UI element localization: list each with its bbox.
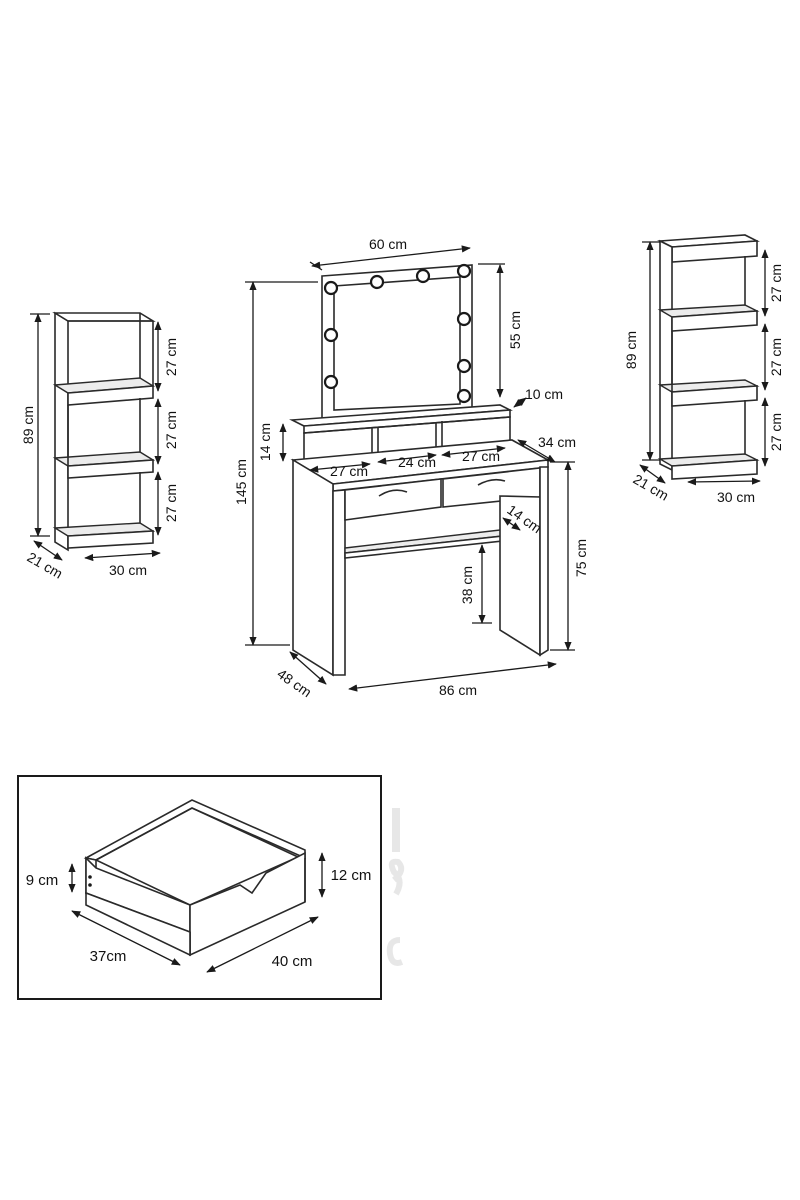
drawer-width-label: 40 cm bbox=[272, 953, 313, 970]
riser-right-label: 27 cm bbox=[462, 448, 500, 464]
right-width-label: 30 cm bbox=[717, 489, 755, 505]
left-shelf-unit bbox=[52, 311, 156, 552]
riser-shelf bbox=[289, 404, 513, 463]
table-depth-label: 48 cm bbox=[274, 665, 314, 700]
riser-height-label: 14 cm bbox=[257, 423, 273, 461]
right-shelf-2-label: 27 cm bbox=[768, 338, 784, 376]
riser-depth-label: 10 cm bbox=[525, 386, 563, 402]
left-depth-label: 21 cm bbox=[25, 549, 66, 582]
left-shelf-dimensions: 89 cm 27 cm 27 cm 27 cm 21 cm 30 cm bbox=[20, 313, 179, 582]
left-width-label: 30 cm bbox=[109, 562, 147, 578]
riser-left-label: 27 cm bbox=[330, 463, 368, 479]
table-left-leg bbox=[292, 458, 334, 677]
drawer-inner-height-label: 9 cm bbox=[26, 872, 59, 889]
left-shelf-3-label: 27 cm bbox=[163, 484, 179, 522]
leg-clearance-label: 38 cm bbox=[459, 566, 475, 604]
left-shelf-top bbox=[52, 312, 156, 322]
left-shelf-1-label: 27 cm bbox=[163, 338, 179, 376]
right-height-label: 89 cm bbox=[623, 331, 639, 369]
top-depth-label: 34 cm bbox=[538, 434, 576, 450]
right-depth-label: 21 cm bbox=[631, 471, 672, 504]
dressing-table bbox=[289, 263, 551, 677]
mirror-width-label: 60 cm bbox=[369, 236, 407, 252]
mirror bbox=[321, 263, 473, 419]
drawer-depth-label: 37cm bbox=[90, 948, 127, 965]
drawer-dimensions: 9 cm 12 cm 37cm 40 cm bbox=[26, 852, 372, 973]
right-shelf-3-label: 27 cm bbox=[768, 413, 784, 451]
left-shelf-side-panel bbox=[54, 311, 69, 552]
left-height-label: 89 cm bbox=[20, 406, 36, 444]
table-total-height-label: 145 cm bbox=[233, 459, 249, 505]
right-shelf-dimensions: 89 cm 27 cm 27 cm 27 cm 21 cm 30 cm bbox=[623, 241, 784, 505]
left-shelf-2-label: 27 cm bbox=[163, 411, 179, 449]
left-shelf-boards bbox=[52, 377, 156, 549]
right-shelf-side-panel bbox=[659, 239, 673, 472]
riser-mid-label: 24 cm bbox=[398, 454, 436, 470]
mirror-height-label: 55 cm bbox=[507, 311, 523, 349]
table-height-label: 75 cm bbox=[573, 539, 589, 577]
right-shelf-unit bbox=[657, 234, 760, 480]
faded-watermark bbox=[386, 808, 405, 966]
right-shelf-1-label: 27 cm bbox=[768, 264, 784, 302]
table-width-label: 86 cm bbox=[439, 682, 477, 698]
left-drawer bbox=[344, 478, 442, 521]
drawer-height-label: 12 cm bbox=[331, 867, 372, 884]
